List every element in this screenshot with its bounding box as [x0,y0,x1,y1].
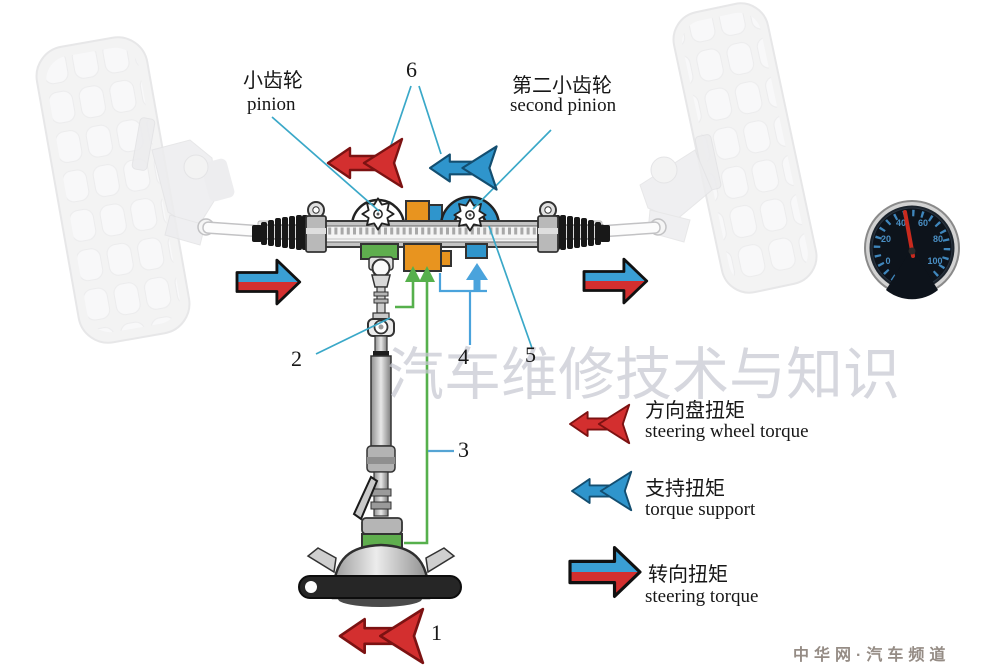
torque-support-arrow-small [466,263,488,280]
bellows-left [252,215,308,250]
legend-arrow-torque-support [571,470,633,512]
callout-5: 5 [525,342,536,367]
watermark: 汽车维修技术与知识 [387,344,900,407]
callout-1: 1 [431,620,442,645]
universal-joint-upper [371,258,391,278]
pinion-gear-left [361,197,395,231]
sensor-blue-block [465,243,488,259]
callout-2: 2 [291,346,302,371]
bellows-right [554,215,610,250]
leader-line-5 [488,225,533,349]
steering-rack [252,195,610,272]
arrow-steering-wheel-torque-bottom [338,607,425,665]
legend-label-steering-torque-en: steering torque [645,586,759,607]
leader-line-pinion [271,116,380,212]
torque-sensor-orange-tab [440,250,452,267]
legend-label-steering-torque-zh: 转向扭矩 [648,564,728,586]
signal-line-3-green [404,280,429,545]
arrow-steering-torque-left [235,258,302,306]
callout-4: 4 [458,344,469,369]
right-wheel [672,2,818,294]
second-pinion-label-zh: 第二小齿轮 [512,75,612,97]
gauge-tick-60: 60 [918,218,928,228]
steering-wheel-spoke-left [306,547,337,574]
signal-line-4-blue [438,273,487,293]
gauge-tick-80: 80 [933,234,943,244]
steering-wheel-rim [298,575,462,599]
gauge-tick-20: 20 [881,234,891,244]
torque-sensor-orange-bottom [403,243,442,272]
left-knuckle [131,117,235,246]
turn-signal-stalk [352,475,379,521]
legend-label-torque-support-en: torque support [645,499,756,520]
pinion-label-en: pinion [247,94,296,115]
pinion-label-zh: 小齿轮 [243,70,303,92]
steering-wheel-spoke-right [425,547,456,574]
gauge-tick-40: 40 [896,218,906,228]
callout-3: 3 [458,437,469,462]
legend-label-steering-wheel-torque-zh: 方向盘扭矩 [645,400,745,422]
leader-line-6-right [418,85,442,155]
legend-label-steering-wheel-torque-en: steering wheel torque [645,421,809,442]
gauge-tick-100: 100 [927,256,942,266]
gauge-tick-0: 0 [885,256,890,266]
steering-wheel [298,543,462,607]
leader-line-2 [315,317,391,355]
arrow-steering-wheel-torque-top [326,137,404,189]
leader-lines [271,85,552,453]
legend-arrow-steering-torque [568,546,642,598]
signal-line-2-green [395,280,415,309]
mount-bracket-left [305,201,327,253]
site-credit: 中华网·汽车频道 [793,647,951,664]
mount-bracket-right [537,201,559,253]
speed-gauge: 0 20 40 60 80 100 [864,200,960,300]
legend-label-torque-support-zh: 支持扭矩 [645,478,725,500]
arrow-steering-torque-right [582,257,649,305]
second-pinion-gear [453,198,487,232]
callout-6: 6 [406,57,417,82]
signal-lines [395,263,488,545]
right-knuckle [639,134,722,243]
second-pinion-label-en: second pinion [510,95,617,116]
leader-line-second-pinion [472,129,552,210]
